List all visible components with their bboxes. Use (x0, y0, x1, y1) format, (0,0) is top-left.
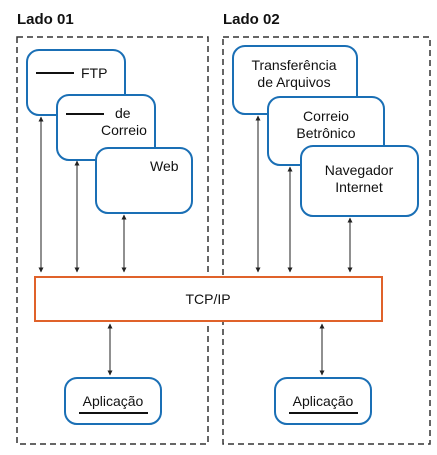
right-side-container (222, 36, 431, 445)
app-connector-arrows (38, 115, 353, 273)
left-ftp-label: FTP (81, 65, 107, 81)
left-side-container (16, 36, 209, 445)
right-application-label: Aplicação (293, 393, 354, 409)
left-mail-box: de Correio (56, 94, 156, 161)
right-browser-box: Navegador Internet (300, 145, 419, 217)
tcp-ip-label: TCP/IP (185, 291, 230, 307)
right-file-transfer-label-line1: Transferência (251, 57, 336, 73)
right-browser-label-line1: Navegador (325, 162, 394, 178)
left-application-box: Aplicação (64, 377, 162, 425)
right-side-title: Lado 02 (223, 11, 280, 28)
right-mail-label-line1: Correio (303, 108, 349, 124)
left-web-box: Web (95, 147, 193, 214)
left-side-title: Lado 01 (17, 11, 74, 28)
tcp-ip-bar: TCP/IP (34, 276, 383, 322)
right-file-transfer-label-line2: de Arquivos (257, 74, 330, 90)
left-mail-label-line1: de (115, 105, 131, 121)
left-web-label: Web (150, 158, 179, 174)
left-application-label: Aplicação (83, 393, 144, 409)
right-browser-label-line2: Internet (335, 179, 383, 195)
right-application-box: Aplicação (274, 377, 372, 425)
right-mail-label-line2: Betrônico (296, 125, 355, 141)
left-mail-label-line2: Correio (101, 122, 147, 138)
application-connector-arrows (107, 323, 325, 376)
